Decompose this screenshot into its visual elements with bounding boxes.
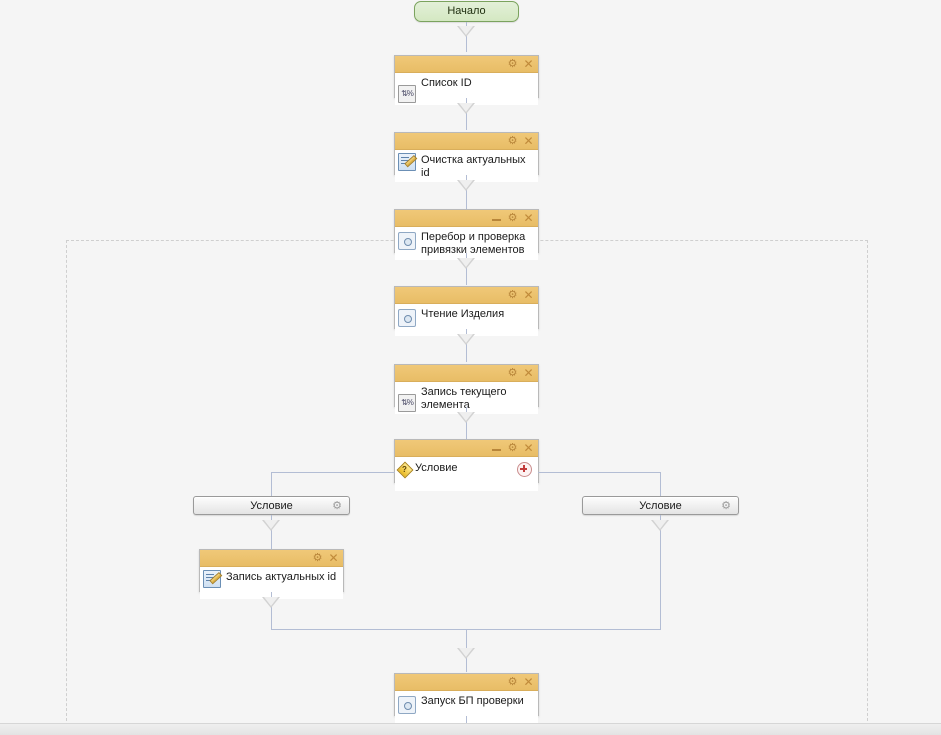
node-write-current-label: Запись текущего элемента xyxy=(421,386,507,411)
node-read-item[interactable]: ⚙ ✕ Чтение Изделия xyxy=(394,286,539,336)
write-edit-icon xyxy=(398,153,416,171)
node-start-bp-check-header[interactable]: ⚙ ✕ xyxy=(395,674,538,691)
close-icon[interactable]: ✕ xyxy=(523,210,534,225)
procedure-icon xyxy=(398,309,416,327)
node-clear-actual-header[interactable]: ⚙ ✕ xyxy=(395,133,538,150)
node-start-bp-check-label: Запуск БП проверки xyxy=(421,695,524,707)
node-write-actual-body: Запись актуальных id xyxy=(200,567,343,599)
horizontal-scrollbar[interactable] xyxy=(0,723,941,735)
branch-button-right[interactable]: Условие ⚙ xyxy=(582,496,739,515)
connector-loop-to-read xyxy=(466,253,467,285)
gear-icon[interactable]: ⚙ xyxy=(507,675,518,688)
node-list-id[interactable]: ⚙ ✕ ⇅% Список ID xyxy=(394,55,539,105)
gear-icon[interactable]: ⚙ xyxy=(507,366,518,379)
arrowhead-loop-to-read xyxy=(457,258,475,269)
node-write-actual-label: Запись актуальных id xyxy=(226,571,337,583)
node-list-id-body: ⇅% Список ID xyxy=(395,73,538,105)
gear-icon[interactable]: ⚙ xyxy=(507,211,518,224)
minimize-icon[interactable] xyxy=(491,213,502,224)
arrowhead-read-to-write xyxy=(457,334,475,345)
gear-icon[interactable]: ⚙ xyxy=(721,500,731,512)
node-condition-body: ? Условие xyxy=(395,457,538,491)
node-write-actual[interactable]: ⚙ ✕ Запись актуальных id xyxy=(199,549,344,599)
node-read-item-header[interactable]: ⚙ ✕ xyxy=(395,287,538,304)
minimize-icon[interactable] xyxy=(491,443,502,454)
branch-button-left[interactable]: Условие ⚙ xyxy=(193,496,350,515)
variable-icon: ⇅% xyxy=(398,394,416,412)
arrowhead-merge-to-bp-check xyxy=(457,648,475,659)
gear-icon[interactable]: ⚙ xyxy=(312,551,323,564)
node-condition-label: Условие xyxy=(415,462,458,474)
arrowhead-write-to-condition xyxy=(457,412,475,423)
node-loop-check[interactable]: ⚙ ✕ Перебор и проверка привязки элементо… xyxy=(394,209,539,260)
connector-list-to-clear xyxy=(466,98,467,130)
node-write-actual-header[interactable]: ⚙ ✕ xyxy=(200,550,343,567)
arrowhead-branch-right xyxy=(651,520,669,531)
write-edit-icon xyxy=(203,570,221,588)
variable-icon: ⇅% xyxy=(398,85,416,103)
branch-button-left-label: Условие xyxy=(250,499,293,512)
procedure-icon xyxy=(398,232,416,250)
node-write-current-header[interactable]: ⚙ ✕ xyxy=(395,365,538,382)
node-condition-header[interactable]: ⚙ ✕ xyxy=(395,440,538,457)
connector-branch-left-to-write-actual xyxy=(271,515,272,549)
close-icon[interactable]: ✕ xyxy=(523,287,534,302)
condition-diamond-icon: ? xyxy=(396,461,414,479)
node-start[interactable]: Начало xyxy=(414,1,519,22)
node-start-bp-check-body: Запуск БП проверки xyxy=(395,691,538,723)
connector-read-to-write xyxy=(466,329,467,362)
close-icon[interactable]: ✕ xyxy=(523,674,534,689)
close-icon[interactable]: ✕ xyxy=(523,56,534,71)
close-icon[interactable]: ✕ xyxy=(523,365,534,380)
node-loop-check-body: Перебор и проверка привязки элементов xyxy=(395,227,538,260)
connector-clear-to-loop xyxy=(466,175,467,209)
branch-line-right-vertical xyxy=(660,472,661,496)
arrowhead-list-to-clear xyxy=(457,103,475,114)
procedure-icon xyxy=(398,696,416,714)
node-start-bp-check[interactable]: ⚙ ✕ Запуск БП проверки xyxy=(394,673,539,723)
node-write-current-body: ⇅% Запись текущего элемента xyxy=(395,382,538,414)
node-write-current[interactable]: ⚙ ✕ ⇅% Запись текущего элемента xyxy=(394,364,539,414)
close-icon[interactable]: ✕ xyxy=(328,550,339,565)
branch-button-right-label: Условие xyxy=(639,499,682,512)
connector-branch-right-to-merge xyxy=(660,515,661,629)
arrowhead-write-actual-down xyxy=(262,597,280,608)
close-icon[interactable]: ✕ xyxy=(523,440,534,455)
node-loop-check-header[interactable]: ⚙ ✕ xyxy=(395,210,538,227)
node-clear-actual[interactable]: ⚙ ✕ Очистка актуальных id xyxy=(394,132,539,182)
close-icon[interactable]: ✕ xyxy=(523,133,534,148)
gear-icon[interactable]: ⚙ xyxy=(332,500,342,512)
node-condition[interactable]: ⚙ ✕ ? Условие xyxy=(394,439,539,491)
connector-bp-check-down xyxy=(466,716,467,728)
arrowhead-start-to-list xyxy=(457,26,475,37)
branch-line-right-horizontal xyxy=(538,472,661,473)
connector-start-to-list xyxy=(466,22,467,52)
connector-write-to-condition xyxy=(466,407,467,439)
branch-line-left-horizontal xyxy=(271,472,395,473)
arrowhead-branch-left xyxy=(262,520,280,531)
node-loop-check-label: Перебор и проверка привязки элементов xyxy=(421,231,526,256)
node-list-id-header[interactable]: ⚙ ✕ xyxy=(395,56,538,73)
gear-icon[interactable]: ⚙ xyxy=(507,288,518,301)
connector-write-actual-to-merge xyxy=(271,592,272,629)
node-clear-actual-label: Очистка актуальных id xyxy=(421,154,526,179)
node-start-label: Начало xyxy=(447,5,486,17)
gear-icon[interactable]: ⚙ xyxy=(507,134,518,147)
add-branch-button[interactable] xyxy=(517,462,532,477)
gear-icon[interactable]: ⚙ xyxy=(507,441,518,454)
node-read-item-label: Чтение Изделия xyxy=(421,308,505,320)
arrowhead-clear-to-loop xyxy=(457,180,475,191)
node-list-id-label: Список ID xyxy=(421,77,472,89)
gear-icon[interactable]: ⚙ xyxy=(507,57,518,70)
branch-line-left-vertical xyxy=(271,472,272,496)
